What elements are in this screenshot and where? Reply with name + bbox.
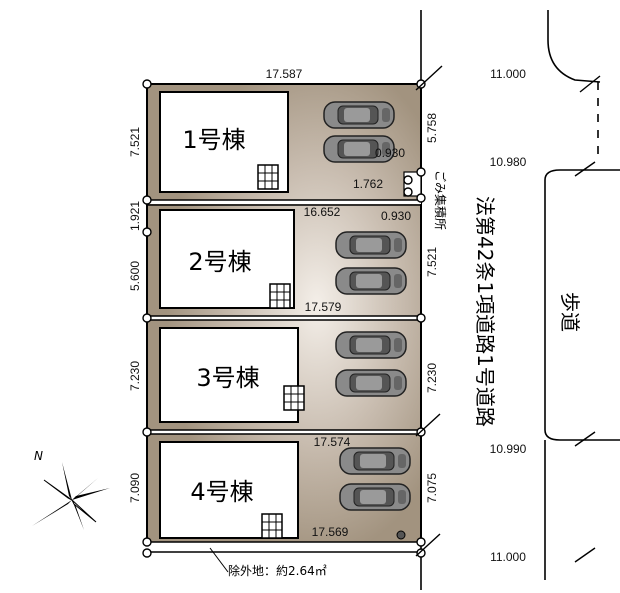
house-2: 2号棟 [159, 209, 295, 309]
svg-text:10.990: 10.990 [490, 442, 527, 456]
svg-text:10.980: 10.980 [490, 155, 527, 169]
sidewalk-label: 歩道 [558, 292, 582, 332]
house-4: 4号棟 [159, 441, 299, 539]
house-3: 3号棟 [159, 327, 305, 423]
house-1-label: 1号棟 [182, 126, 245, 154]
svg-text:17.579: 17.579 [305, 300, 342, 314]
svg-text:5.758: 5.758 [425, 113, 439, 143]
house-1: 1号棟 [159, 91, 289, 193]
svg-text:7.075: 7.075 [425, 473, 439, 503]
svg-text:1.762: 1.762 [353, 177, 383, 191]
garbage-label: ごみ集積所 [433, 170, 448, 230]
svg-text:5.600: 5.600 [128, 261, 142, 291]
svg-text:16.652: 16.652 [304, 205, 341, 219]
excluded-area-note: 除外地：約2.64㎡ [228, 563, 327, 578]
lot-dividers [147, 200, 421, 546]
road-lines [420, 10, 620, 590]
house-2-label: 2号棟 [188, 248, 251, 276]
compass-icon [32, 462, 110, 530]
dimensions: 17.587 11.000 10.980 10.990 11.000 7.521… [128, 67, 527, 564]
marker-icon [396, 530, 406, 540]
svg-text:7.521: 7.521 [425, 247, 439, 277]
svg-text:11.000: 11.000 [490, 550, 526, 564]
svg-text:7.090: 7.090 [128, 473, 142, 503]
road-label: 法第42条1項道路1号道路 [473, 196, 497, 427]
svg-text:0.930: 0.930 [375, 146, 405, 160]
svg-text:17.569: 17.569 [312, 525, 349, 539]
house-3-label: 3号棟 [196, 364, 259, 392]
svg-text:17.574: 17.574 [314, 435, 351, 449]
boundary-markers [142, 79, 426, 558]
north-label: N [34, 449, 43, 463]
svg-text:11.000: 11.000 [490, 67, 526, 81]
svg-text:7.230: 7.230 [425, 363, 439, 393]
svg-text:17.587: 17.587 [266, 67, 303, 81]
svg-text:7.230: 7.230 [128, 361, 142, 391]
house-4-label: 4号棟 [190, 478, 253, 506]
svg-text:0.930: 0.930 [381, 209, 411, 223]
svg-text:1.921: 1.921 [128, 201, 142, 231]
svg-text:7.521: 7.521 [128, 127, 142, 157]
